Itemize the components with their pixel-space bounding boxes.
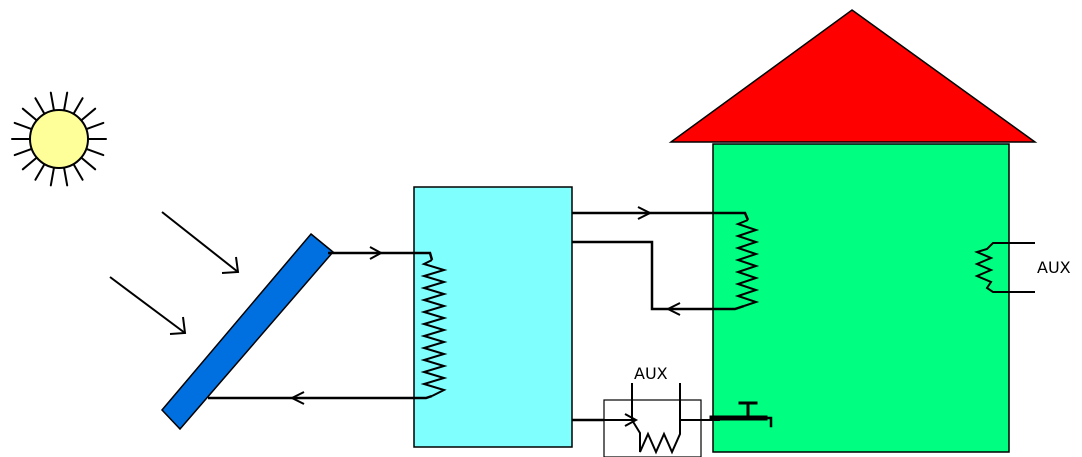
house-aux-heater <box>974 242 1035 293</box>
house-roof <box>668 9 1038 143</box>
space-heating-supply-pipe <box>572 206 750 221</box>
house-wall <box>712 143 1010 453</box>
space-heating-return-pipe <box>572 240 745 316</box>
storage-tank <box>413 186 573 448</box>
sunlight-arrow-lower <box>109 276 187 335</box>
tank-heat-exchanger-coil <box>420 259 448 397</box>
tap-aux-heater-box <box>603 399 702 457</box>
sunlight-arrow-upper <box>161 211 240 274</box>
collector-supply-pipe <box>328 246 434 261</box>
tap-aux-label: AUX <box>634 364 668 383</box>
collector-return-pipe <box>208 391 433 405</box>
house-aux-label: AUX <box>1037 258 1071 277</box>
sun-rays <box>11 91 107 187</box>
sun-disc <box>29 109 89 169</box>
water-tap-icon <box>709 401 773 428</box>
tap-aux-heater <box>604 383 720 455</box>
house-heat-exchanger-coil <box>734 219 760 307</box>
solar-collector-panel <box>160 232 335 431</box>
sun-icon <box>11 91 107 187</box>
